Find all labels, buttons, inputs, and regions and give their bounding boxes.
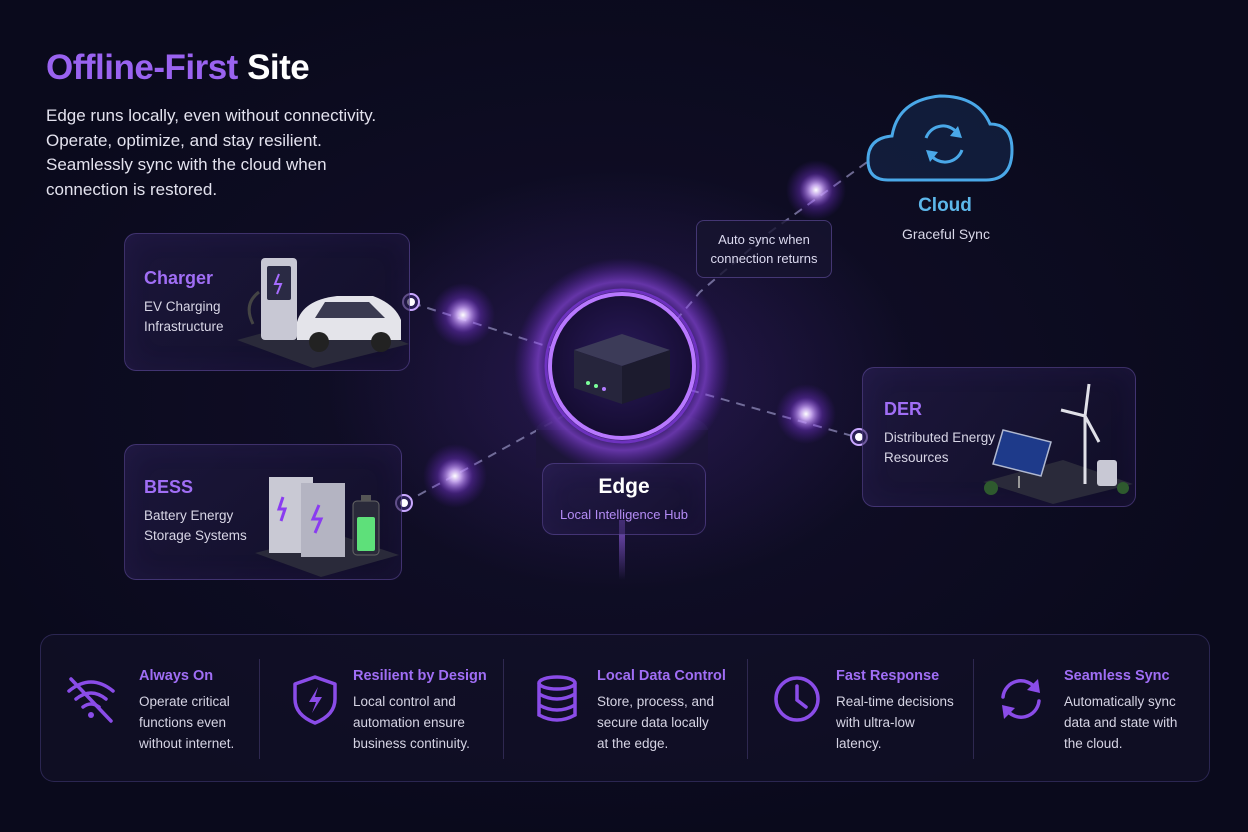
- charger-title: Charger: [144, 268, 214, 288]
- feature-description: Real-time decisions with ultra-low laten…: [836, 694, 954, 751]
- clock-icon: [774, 676, 820, 722]
- der-description: Distributed Energy Resources: [884, 430, 996, 465]
- edge-device-icon: [574, 334, 670, 404]
- feature-description: Local control and automation ensure busi…: [353, 694, 470, 751]
- bess-card[interactable]: BESS Battery Energy Storage Systems: [124, 444, 402, 580]
- title-rest: Site: [247, 48, 310, 87]
- feature-resilient-by-design: Resilient by Design Local control and au…: [287, 635, 507, 781]
- features-panel: Always On Operate critical functions eve…: [40, 634, 1210, 782]
- der-title: DER: [884, 399, 923, 419]
- subtitle-line: Operate, optimize, and stay resilient.: [46, 130, 322, 150]
- edge-label-card[interactable]: Edge Local Intelligence Hub: [542, 463, 706, 535]
- feature-description: Operate critical functions even without …: [139, 694, 235, 751]
- charger-description: EV Charging Infrastructure: [144, 299, 224, 334]
- feature-title: Fast Response: [836, 668, 940, 684]
- charger-card[interactable]: Charger EV Charging Infrastructure: [124, 233, 410, 371]
- divider: [503, 659, 504, 759]
- link-edge-der: [689, 389, 857, 438]
- title-accent: Offline-First: [46, 48, 238, 87]
- bess-title: BESS: [144, 477, 194, 497]
- solar-wind-icon: [983, 383, 1133, 504]
- page-title: Offline-First Site: [46, 48, 310, 88]
- cloud-icon: [866, 94, 1014, 182]
- cloud-subtitle: Graceful Sync: [902, 226, 990, 242]
- subtitle-line: Seamlessly sync with the cloud when: [46, 155, 327, 174]
- database-icon: [537, 675, 577, 722]
- cloud-title: Cloud: [918, 195, 972, 216]
- bess-description: Battery Energy Storage Systems: [144, 508, 247, 543]
- feature-local-data-control: Local Data Control Store, process, and s…: [529, 635, 749, 781]
- edge-subtitle: Local Intelligence Hub: [560, 507, 688, 522]
- divider: [973, 659, 974, 759]
- der-card[interactable]: DER Distributed Energy Resources: [862, 367, 1136, 507]
- page-subtitle: Edge runs locally, even without connecti…: [46, 104, 376, 202]
- feature-title: Always On: [139, 668, 214, 684]
- feature-title: Seamless Sync: [1064, 668, 1170, 684]
- edge-title: Edge: [598, 475, 650, 498]
- wifi-off-icon: [67, 677, 115, 723]
- feature-fast-response: Fast Response Real-time decisions with u…: [769, 635, 989, 781]
- sync-icon: [1001, 679, 1041, 719]
- feature-description: Store, process, and secure data locally …: [597, 694, 715, 751]
- subtitle-line: connection is restored.: [46, 179, 218, 199]
- subtitle-line: Edge runs locally, even without connecti…: [46, 106, 377, 125]
- ev-charger-icon: [237, 258, 409, 368]
- divider: [259, 659, 260, 759]
- feature-seamless-sync: Seamless Sync Automatically sync data an…: [993, 635, 1203, 781]
- feature-description: Automatically sync data and state with t…: [1064, 694, 1178, 751]
- feature-title: Resilient by Design: [353, 668, 487, 684]
- shield-bolt-icon: [293, 675, 337, 725]
- sync-note: Auto sync when connection returns: [696, 220, 832, 278]
- battery-storage-icon: [255, 477, 399, 577]
- feature-always-on: Always On Operate critical functions eve…: [63, 635, 273, 781]
- divider: [747, 659, 748, 759]
- feature-title: Local Data Control: [597, 668, 726, 684]
